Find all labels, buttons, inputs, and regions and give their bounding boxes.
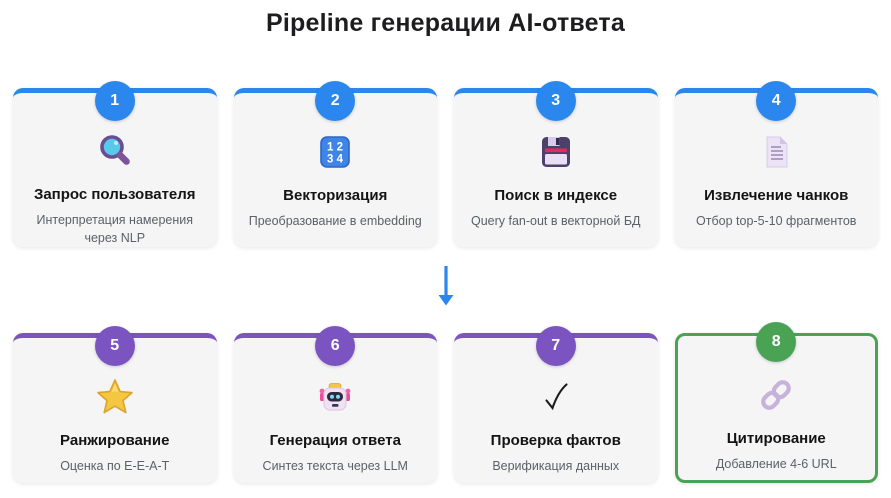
star-icon [95, 377, 135, 417]
flow-down-arrow [0, 264, 891, 308]
step-title: Векторизация [283, 187, 388, 204]
magnifier-icon [96, 132, 134, 171]
step-number-badge: 2 [315, 81, 356, 121]
pipeline-row-1: 1 Запрос пользователя Интерпретация наме… [13, 81, 878, 247]
svg-text:1 2: 1 2 [327, 142, 343, 154]
step-card-2: 2 1 2 3 4 Векторизация Преобразование в … [233, 81, 437, 247]
step-subtitle: Оценка по E-E-A-T [60, 459, 170, 473]
svg-text:3 4: 3 4 [327, 154, 344, 166]
step-subtitle: Преобразование в embedding [248, 214, 422, 228]
input-numbers-icon: 1 2 3 4 [316, 132, 354, 172]
step-number-badge: 8 [756, 322, 797, 362]
step-card-6: 6 Генерация ответа Синтез текста через L… [233, 326, 437, 483]
step-number-badge: 7 [535, 326, 576, 366]
floppy-disk-icon [537, 132, 575, 172]
step-subtitle: Отбор top-5-10 фрагментов [696, 214, 857, 228]
step-title: Запрос пользователя [33, 185, 196, 203]
arrow-down-icon [438, 266, 453, 306]
step-card-7: 7 Проверка фактов Верификация данных [454, 326, 658, 483]
checkmark-icon [537, 377, 575, 417]
step-title: Проверка фактов [490, 432, 621, 449]
robot-icon [316, 377, 354, 417]
step-card-8: 8 Цитирование Добавление 4-6 URL [674, 322, 878, 483]
step-number-badge: 1 [94, 81, 135, 121]
step-subtitle: Интерпретация намерения через NLP [36, 212, 193, 245]
step-card-4: 4 Извлечение чанков Отбор top-5-10 фрагм… [674, 81, 878, 247]
step-title: Ранжирование [60, 432, 170, 449]
step-card-5: 5 Ранжирование Оценка по E-E-A-T [13, 326, 217, 483]
step-title: Генерация ответа [269, 432, 401, 449]
step-title: Извлечение чанков [704, 187, 849, 204]
step-card-1: 1 Запрос пользователя Интерпретация наме… [13, 81, 217, 247]
step-number-badge: 3 [535, 81, 576, 121]
document-icon [757, 132, 795, 172]
step-subtitle: Верификация данных [492, 459, 620, 473]
step-card-3: 3 Поиск в индексе Query fan-out в вектор… [454, 81, 658, 247]
step-title: Поиск в индексе [494, 187, 618, 204]
step-subtitle: Добавление 4-6 URL [715, 457, 837, 471]
step-subtitle: Синтез текста через LLM [262, 459, 408, 473]
page-title: Pipeline генерации AI-ответа [266, 9, 625, 37]
step-number-badge: 4 [756, 81, 797, 121]
step-number-badge: 5 [94, 326, 135, 366]
pipeline-row-2: 5 Ранжирование Оценка по E-E-A-T 6 [13, 322, 878, 483]
link-icon [756, 375, 796, 415]
step-title: Цитирование [726, 430, 826, 447]
step-subtitle: Query fan-out в векторной БД [470, 214, 641, 228]
step-number-badge: 6 [315, 326, 356, 366]
